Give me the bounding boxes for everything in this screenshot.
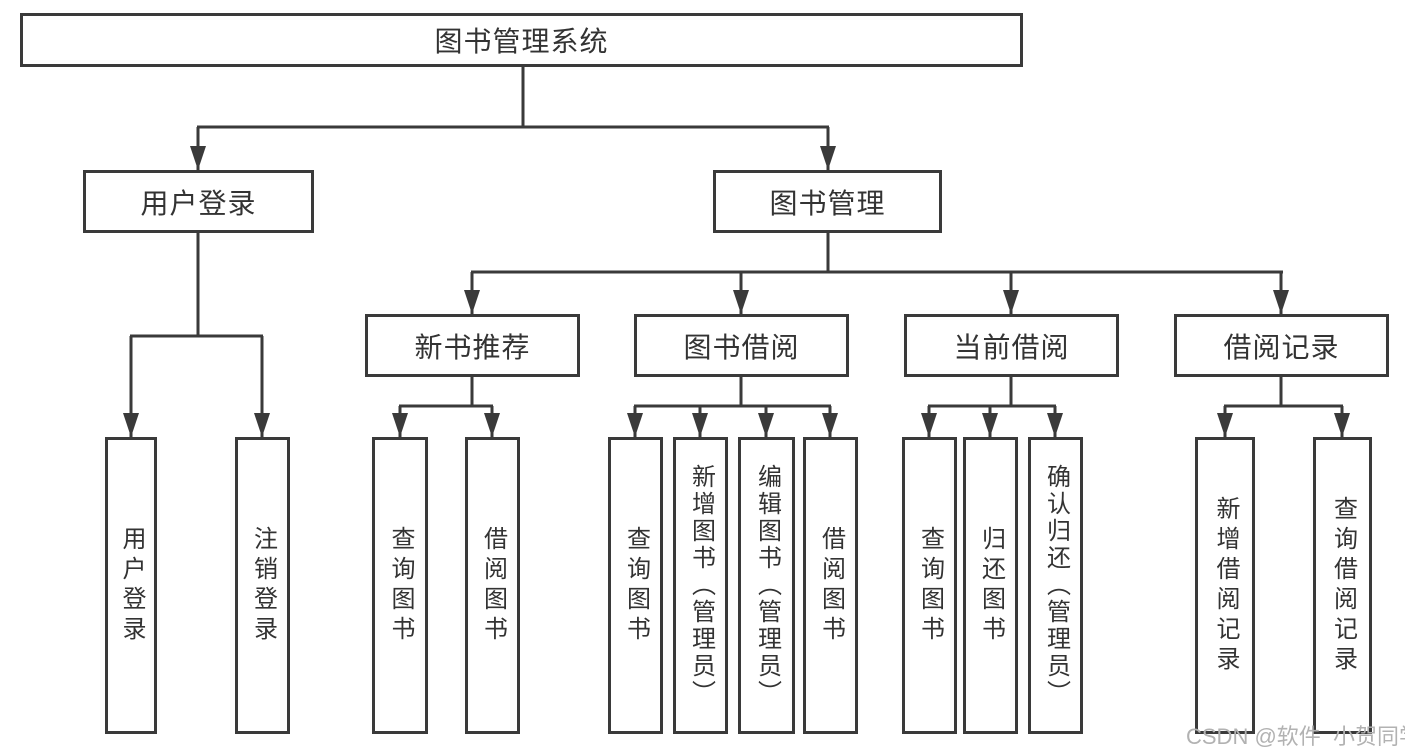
connector-lines	[129, 67, 1344, 437]
arrowhead-icon	[1334, 413, 1350, 437]
arrowhead-icon	[921, 413, 937, 437]
arrowhead-icon	[822, 413, 838, 437]
leaf-return-book: 归还图书	[963, 437, 1018, 734]
leaf-edit-book-admin: 编辑图书（管理员）	[738, 437, 795, 734]
leaf-query-books-current: 查询图书	[902, 437, 957, 734]
arrowhead-icon	[758, 413, 774, 437]
arrowhead-icon	[254, 413, 270, 437]
arrowhead-icon	[733, 290, 749, 314]
leaf-borrow-books: 借阅图书	[803, 437, 858, 734]
node-book-management: 图书管理	[713, 170, 942, 233]
leaf-borrow-books-recommend: 借阅图书	[465, 437, 520, 734]
leaf-confirm-return-admin: 确认归还（管理员）	[1028, 437, 1083, 734]
arrowhead-icon	[1047, 413, 1063, 437]
node-root: 图书管理系统	[20, 13, 1023, 67]
leaf-add-borrow-record: 新增借阅记录	[1195, 437, 1255, 734]
arrowhead-icon	[692, 413, 708, 437]
arrowhead-icon	[982, 413, 998, 437]
leaf-query-books-recommend: 查询图书	[372, 437, 428, 734]
node-new-book-recommend: 新书推荐	[365, 314, 580, 377]
arrowhead-icon	[1217, 413, 1233, 437]
leaf-add-book-admin: 新增图书（管理员）	[673, 437, 728, 734]
arrowhead-icon	[627, 413, 643, 437]
arrowhead-icon	[820, 146, 836, 170]
leaf-query-books-borrow: 查询图书	[608, 437, 663, 734]
leaf-logout: 注销登录	[235, 437, 290, 734]
arrowhead-icon	[484, 413, 500, 437]
leaf-query-borrow-record: 查询借阅记录	[1313, 437, 1372, 734]
node-book-borrowing: 图书借阅	[634, 314, 849, 377]
arrowhead-icon	[1273, 290, 1289, 314]
node-user-login: 用户登录	[83, 170, 314, 233]
leaf-user-login: 用户登录	[105, 437, 157, 734]
watermark: CSDN @软件_小贺同学	[1186, 724, 1405, 747]
node-borrowing-records: 借阅记录	[1174, 314, 1389, 377]
arrowhead-icon	[1003, 290, 1019, 314]
node-current-borrowing: 当前借阅	[904, 314, 1119, 377]
arrowhead-icon	[190, 146, 206, 170]
arrowheads	[123, 146, 1350, 437]
arrowhead-icon	[464, 290, 480, 314]
arrowhead-icon	[392, 413, 408, 437]
arrowhead-icon	[123, 413, 139, 437]
